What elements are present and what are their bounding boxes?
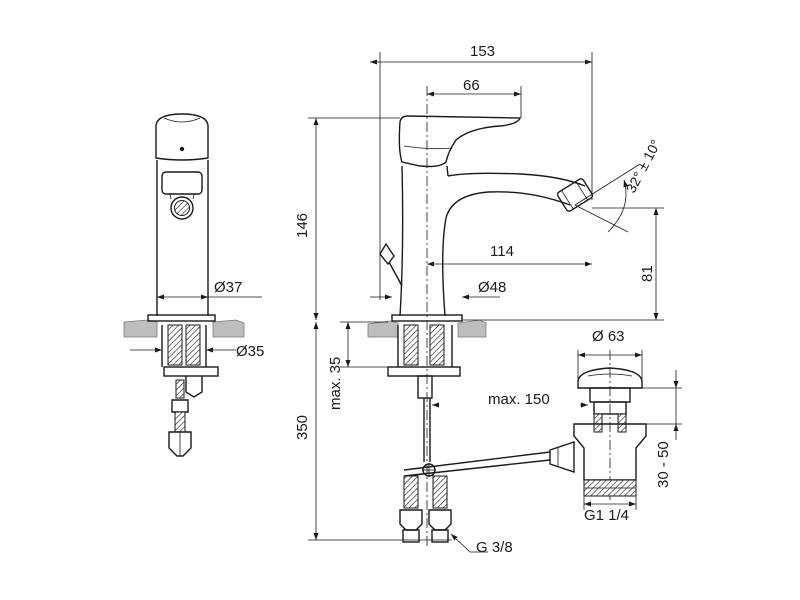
dim-below-counter: 350 [294,415,311,440]
dim-shank-diameter: Ø35 [236,343,264,360]
dim-max-rod: max. 150 [488,391,550,408]
waste-plug [577,367,643,389]
front-countertop-right [212,319,245,338]
dim-spout-height: 81 [639,265,656,282]
dim-body-diameter: Ø37 [214,279,242,296]
side-countertop [367,320,399,338]
dim-waste-diameter: Ø 63 [592,328,625,345]
front-countertop [123,319,158,338]
dim-max-thickness: max. 35 [327,357,344,410]
dim-tilt-angle: 32° ± 10° [623,137,664,196]
front-view [123,113,262,457]
dim-total-reach: 153 [470,43,495,60]
dim-waste-thread: G1 1/4 [584,507,629,524]
side-view [308,52,664,553]
dim-hose-thread: G 3/8 [476,539,513,556]
waste-fitting [549,350,682,510]
dim-base-diameter: Ø48 [478,279,506,296]
side-handle [398,115,521,168]
dim-height: 146 [294,213,311,238]
dim-spout-offset: 66 [463,77,480,94]
dim-spout-reach: 114 [490,243,514,260]
dimension-labels: 153 66 114 Ø48 Ø37 Ø35 max. 150 Ø 63 G1 … [214,43,672,556]
dim-waste-range: 30 - 50 [655,441,672,488]
front-handle [155,113,209,161]
side-countertop-right [457,319,487,338]
front-body [156,160,209,316]
side-body [399,165,449,317]
